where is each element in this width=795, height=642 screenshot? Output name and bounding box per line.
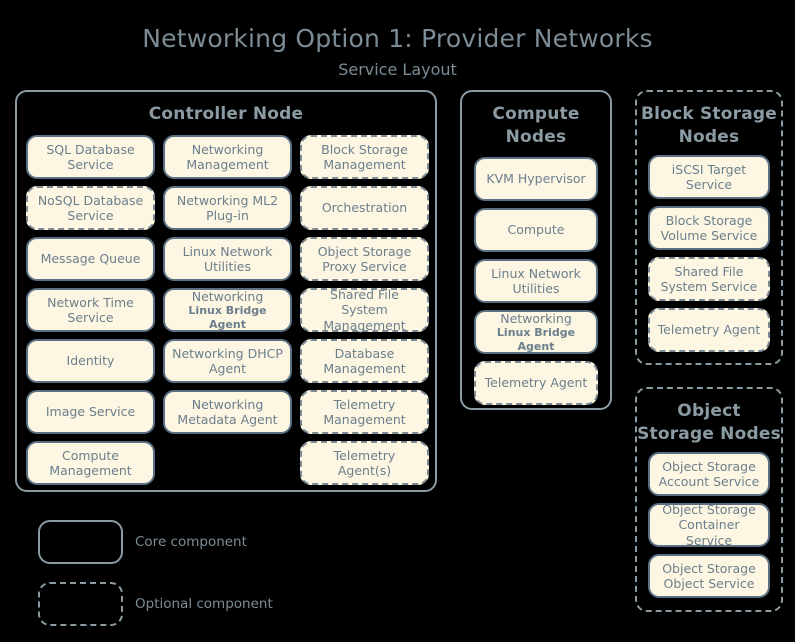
component-label: Shared File System Management bbox=[323, 287, 406, 333]
object-storage-component-object-storage-object-service[interactable]: Object Storage Object Service bbox=[648, 554, 770, 598]
component-label: Database Management bbox=[323, 345, 406, 376]
component-label: Networking bbox=[191, 288, 264, 304]
controller-component-nosql-database-service[interactable]: NoSQL Database Service bbox=[26, 186, 155, 230]
component-label: iSCSI Target Service bbox=[671, 161, 747, 192]
controller-component-networking-metadata-agent[interactable]: Networking Metadata Agent bbox=[163, 390, 292, 434]
object-storage-component-object-storage-container-service[interactable]: Object Storage Container Service bbox=[648, 502, 770, 548]
component-label: Message Queue bbox=[40, 251, 141, 267]
page-title: Networking Option 1: Provider Networks bbox=[142, 24, 653, 53]
block-storage-component-shared-file-system-service[interactable]: Shared File System Service bbox=[648, 257, 770, 301]
controller-component-block-storage-management[interactable]: Block Storage Management bbox=[300, 135, 429, 179]
controller-component-shared-file-system-management[interactable]: Shared File System Management bbox=[300, 287, 429, 333]
controller-component-compute-management[interactable]: Compute Management bbox=[26, 441, 155, 485]
component-label: Telemetry Agent bbox=[657, 322, 761, 338]
component-label: Networking DHCP Agent bbox=[172, 345, 283, 376]
component-label: Identity bbox=[66, 353, 115, 369]
compute-nodes-title: Compute Nodes bbox=[492, 104, 580, 147]
controller-component-networking-ml2-plug-in[interactable]: Networking ML2 Plug-in bbox=[163, 186, 292, 230]
component-label: Networking ML2 Plug-in bbox=[176, 192, 279, 223]
component-label: Network Time Service bbox=[47, 294, 134, 325]
object-storage-nodes-container: Object Storage Nodes Object Storage Acco… bbox=[635, 387, 783, 612]
controller-component-orchestration[interactable]: Orchestration bbox=[300, 186, 429, 230]
controller-component-database-management[interactable]: Database Management bbox=[300, 339, 429, 383]
component-label: Networking bbox=[500, 310, 572, 326]
compute-component-linux-network-utilities[interactable]: Linux Network Utilities bbox=[474, 259, 598, 303]
compute-component-telemetry-agent[interactable]: Telemetry Agent bbox=[474, 361, 598, 405]
component-label: Object Storage Account Service bbox=[658, 458, 760, 489]
block-storage-component-telemetry-agent[interactable]: Telemetry Agent bbox=[648, 308, 770, 352]
page-subtitle: Service Layout bbox=[338, 60, 457, 79]
component-label: Linux Network Utilities bbox=[491, 265, 581, 296]
controller-component-object-storage-proxy-service[interactable]: Object Storage Proxy Service bbox=[300, 237, 429, 281]
controller-component-image-service[interactable]: Image Service bbox=[26, 390, 155, 434]
controller-component-identity[interactable]: Identity bbox=[26, 339, 155, 383]
compute-component-kvm-hypervisor[interactable]: KVM Hypervisor bbox=[474, 157, 598, 201]
component-label: Telemetry Management bbox=[323, 396, 406, 427]
component-label: Telemetry Agent bbox=[484, 375, 588, 391]
object-storage-component-object-storage-account-service[interactable]: Object Storage Account Service bbox=[648, 452, 770, 496]
controller-component-network-time-service[interactable]: Network Time Service bbox=[26, 288, 155, 332]
legend-label-core: Core component bbox=[135, 534, 247, 550]
controller-component-networking-management[interactable]: Networking Management bbox=[163, 135, 292, 179]
component-label: NoSQL Database Service bbox=[37, 192, 144, 223]
block-storage-component-iscsi-target-service[interactable]: iSCSI Target Service bbox=[648, 155, 770, 199]
component-label: KVM Hypervisor bbox=[486, 171, 586, 187]
component-label: Block Storage Volume Service bbox=[660, 212, 758, 243]
component-label: Telemetry Agent(s) bbox=[333, 447, 396, 478]
controller-component-sql-database-service[interactable]: SQL Database Service bbox=[26, 135, 155, 179]
component-label: Shared File System Service bbox=[660, 263, 758, 294]
component-label: Networking Metadata Agent bbox=[177, 396, 278, 427]
legend-label-optional: Optional component bbox=[135, 596, 273, 612]
component-label: Compute bbox=[507, 222, 565, 238]
component-label: SQL Database Service bbox=[46, 141, 135, 172]
object-storage-nodes-title: Object Storage Nodes bbox=[637, 401, 781, 444]
controller-component-telemetry-agent-s[interactable]: Telemetry Agent(s) bbox=[300, 441, 429, 485]
component-label: Compute Management bbox=[49, 447, 132, 478]
controller-component-telemetry-management[interactable]: Telemetry Management bbox=[300, 390, 429, 434]
controller-component-message-queue[interactable]: Message Queue bbox=[26, 237, 155, 281]
component-label: Orchestration bbox=[321, 200, 408, 216]
component-label: Object Storage Proxy Service bbox=[317, 243, 412, 274]
block-storage-nodes-title: Block Storage Nodes bbox=[641, 104, 777, 147]
legend-swatch-optional bbox=[38, 582, 123, 626]
controller-node-title: Controller Node bbox=[148, 104, 304, 124]
component-sublabel: Linux Bridge Agent bbox=[188, 304, 267, 331]
compute-component-compute[interactable]: Compute bbox=[474, 208, 598, 252]
component-label: Linux Network Utilities bbox=[182, 243, 273, 274]
controller-component-linux-network-utilities[interactable]: Linux Network Utilities bbox=[163, 237, 292, 281]
block-storage-nodes-container: Block Storage Nodes iSCSI Target Service… bbox=[635, 90, 783, 365]
component-label: Object Storage Object Service bbox=[662, 560, 756, 591]
controller-component-networking-dhcp-agent[interactable]: Networking DHCP Agent bbox=[163, 339, 292, 383]
component-sublabel: Linux Bridge Agent bbox=[496, 326, 576, 353]
component-label: Block Storage Management bbox=[321, 141, 408, 172]
component-label: Object Storage Container Service bbox=[662, 502, 756, 548]
component-label: Image Service bbox=[45, 404, 136, 420]
block-storage-component-block-storage-volume-service[interactable]: Block Storage Volume Service bbox=[648, 206, 770, 250]
legend-swatch-core bbox=[38, 520, 123, 564]
component-label: Networking Management bbox=[186, 141, 269, 172]
